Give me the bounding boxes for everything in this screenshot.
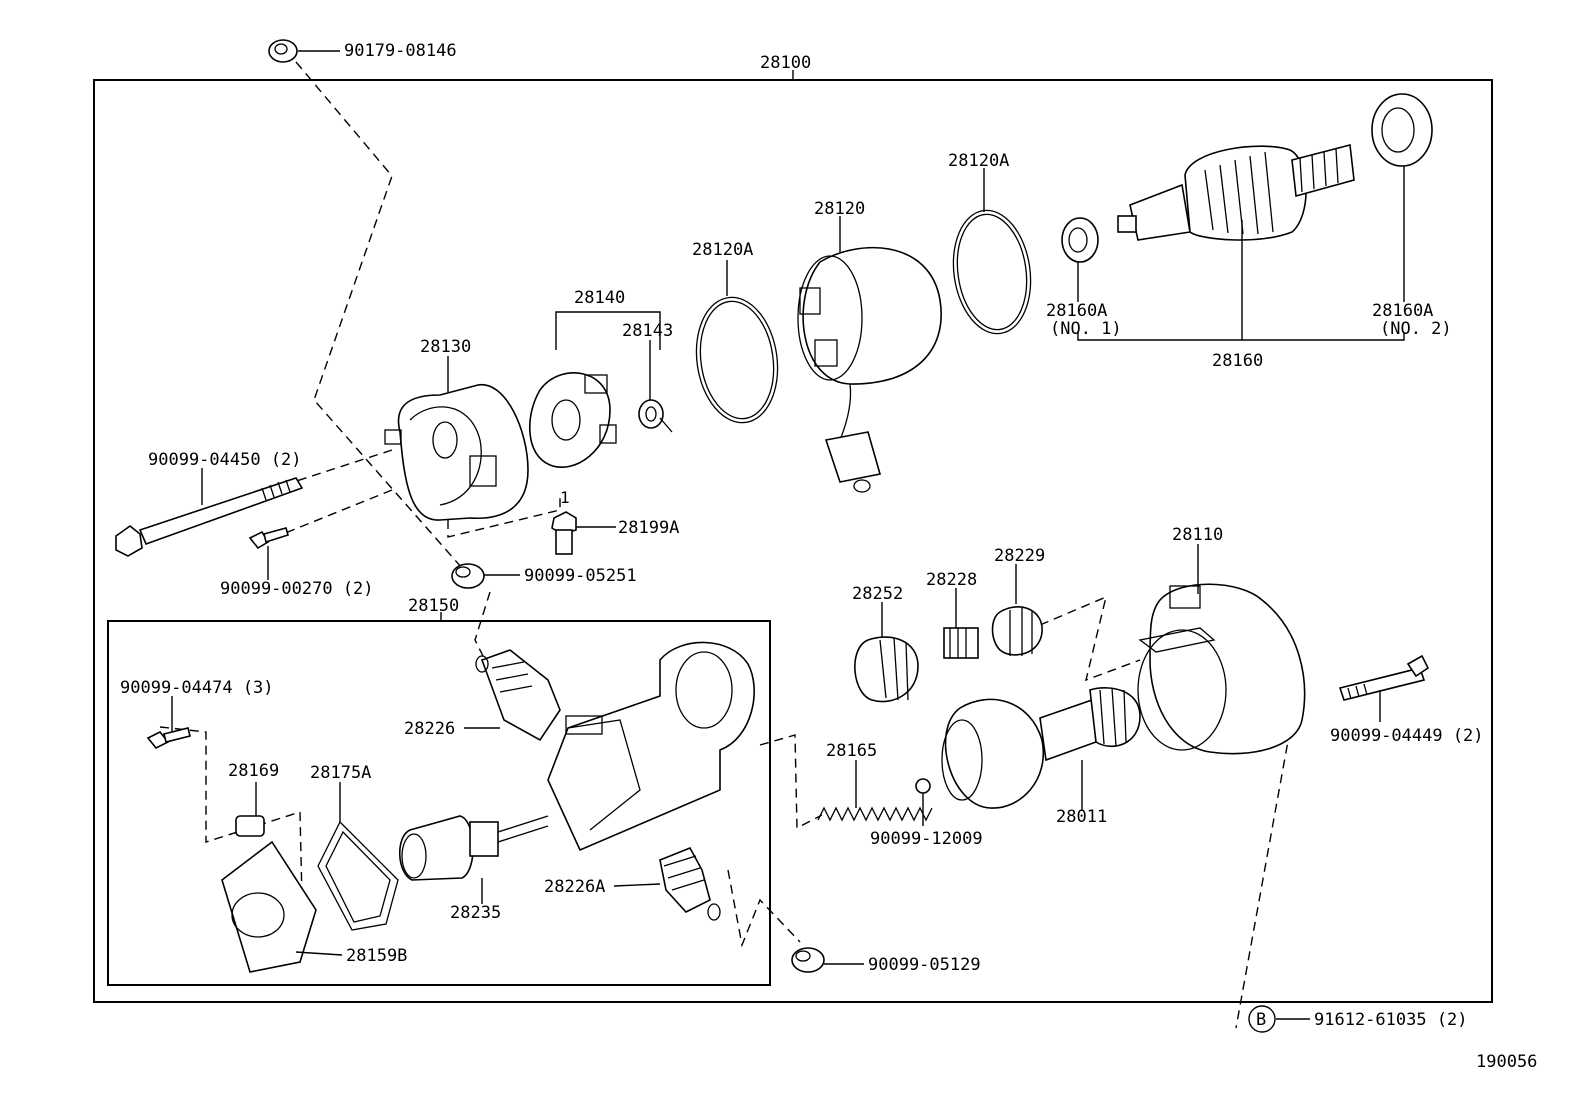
callout-28140: 28140 xyxy=(574,288,625,308)
starter-clutch xyxy=(941,687,1141,809)
washer-90179-08146 xyxy=(268,39,298,63)
planet-gear-set xyxy=(943,627,979,659)
callout-90099-12009: 90099-12009 xyxy=(870,829,983,849)
washer-05251 xyxy=(451,563,485,589)
bearing-no1 xyxy=(1061,217,1099,263)
callout-28229: 28229 xyxy=(994,546,1045,566)
solenoid-cover xyxy=(221,840,317,973)
diagram-id: 190056 xyxy=(1476,1052,1537,1072)
callout-28160A-no2: 28160A xyxy=(1372,301,1433,321)
callout-28252: 28252 xyxy=(852,584,903,604)
callout-28199A-qty: 1 xyxy=(560,488,570,507)
callout-subassembly-28150: 28150 xyxy=(408,596,459,616)
callout-28169: 28169 xyxy=(228,761,279,781)
cover-screw xyxy=(146,727,191,750)
brush-holder xyxy=(529,372,617,468)
planetary-gear xyxy=(854,636,919,703)
field-yoke xyxy=(797,246,942,493)
terminal-upper xyxy=(475,649,561,742)
washer-05129 xyxy=(791,947,825,973)
callout-28143: 28143 xyxy=(622,321,673,341)
callout-28228: 28228 xyxy=(926,570,977,590)
callout-28011: 28011 xyxy=(1056,807,1107,827)
end-frame xyxy=(384,384,529,521)
callout-90179-08146: 90179-08146 xyxy=(344,41,457,61)
callout-28160: 28160 xyxy=(1212,351,1263,371)
callout-90099-04450: 90099-04450 (2) xyxy=(148,450,302,470)
steel-ball xyxy=(915,778,931,794)
armature xyxy=(1117,143,1355,241)
terminal-bolt xyxy=(551,511,577,555)
starter-housing xyxy=(1137,583,1306,755)
callout-28160A-no1-note: (NO. 1) xyxy=(1050,319,1122,339)
solenoid-housing xyxy=(547,641,755,852)
return-spring xyxy=(817,806,933,822)
callout-28175A: 28175A xyxy=(310,763,371,783)
bearing-no2 xyxy=(1371,93,1433,167)
reference-marker-b xyxy=(1248,1005,1276,1033)
callout-28120A-right: 28120A xyxy=(948,151,1009,171)
callout-28120A-left: 28120A xyxy=(692,240,753,260)
callout-28235: 28235 xyxy=(450,903,501,923)
housing-bolt xyxy=(1338,654,1430,701)
callout-90099-00270: 90099-00270 (2) xyxy=(220,579,374,599)
reference-marker-b-letter: B xyxy=(1256,1010,1266,1030)
callout-28199A: 28199A xyxy=(618,518,679,538)
callout-28160A-no2-note: (NO. 2) xyxy=(1380,319,1452,339)
callout-28110: 28110 xyxy=(1172,525,1223,545)
callout-28159B: 28159B xyxy=(346,946,407,966)
contact-plate xyxy=(235,815,265,837)
cover-gasket xyxy=(317,820,399,931)
callout-90099-04474: 90099-04474 (3) xyxy=(120,678,274,698)
callout-90099-05129: 90099-05129 xyxy=(868,955,981,975)
through-bolt xyxy=(115,477,304,557)
internal-gear xyxy=(991,606,1043,656)
screw-small xyxy=(248,527,289,550)
dashed-guide-washer-top xyxy=(295,61,463,569)
callout-90099-05251: 90099-05251 xyxy=(524,566,637,586)
o-ring-right xyxy=(952,209,1032,335)
callout-91612-61035: 91612-61035 (2) xyxy=(1314,1010,1468,1030)
o-ring-left xyxy=(695,296,779,424)
subassembly-frame xyxy=(107,620,771,986)
brush-spring xyxy=(638,399,673,433)
terminal-lower xyxy=(659,846,721,921)
callout-28160A-no1: 28160A xyxy=(1046,301,1107,321)
callout-assembly-28100: 28100 xyxy=(760,53,811,73)
callout-28226: 28226 xyxy=(404,719,455,739)
callout-28226A: 28226A xyxy=(544,877,605,897)
callout-28120: 28120 xyxy=(814,199,865,219)
callout-28165: 28165 xyxy=(826,741,877,761)
plunger xyxy=(399,815,549,881)
callout-90099-04449: 90099-04449 (2) xyxy=(1330,726,1484,746)
callout-28130: 28130 xyxy=(420,337,471,357)
